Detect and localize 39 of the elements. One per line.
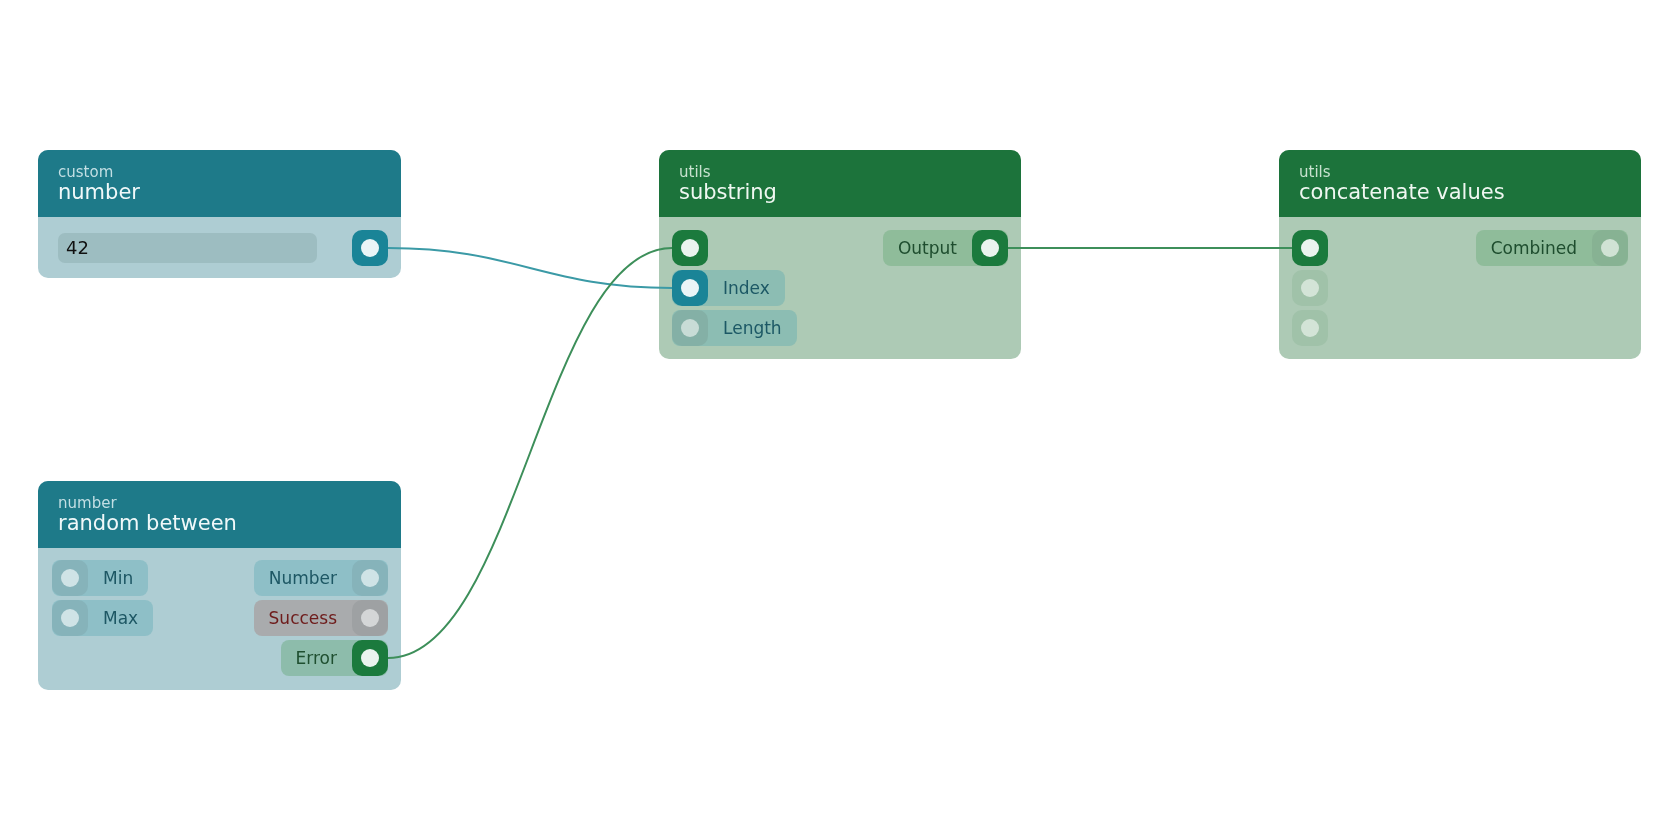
port-row — [882, 230, 1008, 266]
node-title: substring — [679, 180, 777, 205]
port-label: Index — [722, 277, 771, 299]
input-field: 42 — [58, 233, 317, 263]
node-category: utils — [1299, 164, 1331, 181]
port-icon — [1292, 270, 1328, 306]
connector-line — [1007, 247, 1293, 249]
port-row — [253, 600, 388, 636]
port-label: Error — [294, 647, 338, 669]
port-row — [1475, 230, 1628, 266]
node-category: utils — [679, 164, 711, 181]
port-row — [253, 560, 388, 596]
port-label: Output — [896, 237, 958, 259]
port-row — [280, 640, 388, 676]
port-icon — [672, 230, 708, 266]
port-icon — [352, 230, 388, 266]
port-row — [52, 600, 154, 636]
port-row — [672, 310, 797, 346]
connector-line — [387, 247, 673, 659]
port-label: Length — [722, 317, 783, 339]
port-icon — [1292, 230, 1328, 266]
node-card — [38, 150, 401, 278]
connector-line — [387, 247, 673, 289]
node-category: number — [58, 495, 117, 512]
port-label: Min — [102, 567, 135, 589]
port-row — [672, 270, 785, 306]
port-label: Success — [267, 607, 338, 629]
node-title: concatenate values — [1299, 180, 1505, 205]
port-label: Max — [102, 607, 140, 629]
node-card — [38, 481, 401, 690]
port-label: Number — [267, 567, 338, 589]
port-icon — [1292, 310, 1328, 346]
node-category: custom — [58, 164, 114, 181]
node-title: number — [58, 180, 140, 205]
node-title: random between — [58, 511, 237, 536]
port-row — [52, 560, 149, 596]
node-card — [1279, 150, 1641, 359]
port-label: Combined — [1489, 237, 1578, 259]
node-card — [659, 150, 1021, 359]
